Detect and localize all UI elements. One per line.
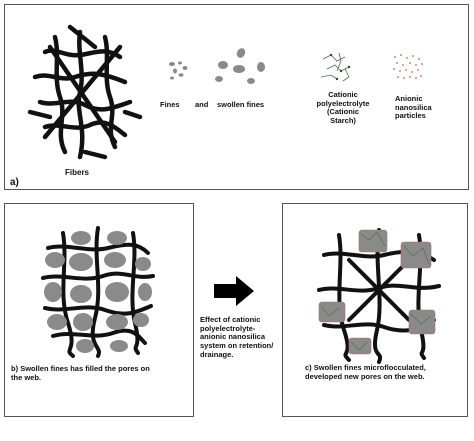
fines-label: Fines [160,100,180,109]
arrow-text-line-1: Effect of cationic [200,315,261,324]
panel-a-tag: a) [10,177,19,188]
anionic-label: Anionic nanosilica particles [395,94,432,121]
cationic-label-line-1: Cationic [328,90,358,99]
swollen-fines-label: swollen fines [217,100,265,109]
panel-c-caption-line-2: developed new pores on the web. [305,371,425,381]
panel-c-tag: c) [305,363,312,372]
arrow-text-line-5: drainage. [200,349,234,359]
panel-b-caption-line-2: the web. [11,372,42,382]
panel-b-tag: b) [11,364,19,373]
anionic-label-line-3: particles [395,111,426,121]
cationic-label-line-3: (Cationic [326,107,360,117]
cationic-label-line-4: Starch) [330,115,356,125]
arrow-text-line-3: anionic nanosilica [200,332,266,342]
cationic-label-line-2: polyelectrolyte [316,98,370,108]
cationic-polymer-icon [320,52,351,82]
panel-b-caption-line-1: Swollen fines has filled the pores on [20,364,150,373]
nanosilica-particles-icon [393,54,423,79]
arrow-text-line-2: polyelectrolyte- [200,323,256,333]
panel-c-caption-line-1: Swollen fines microflocculated, [313,363,426,372]
fines-icon [169,61,188,80]
panel-a: Fibers a) Fines and swollen fines [4,4,469,190]
panel-c-caption: c) Swollen fines microflocculated, devel… [305,363,465,381]
anionic-label-line-1: Anionic [395,94,423,103]
anionic-label-line-2: nanosilica [395,102,432,112]
swollen-fines-icon [215,48,265,84]
web-microflocculated [317,228,441,364]
cationic-label: Cationic polyelectrolyte (Cationic Starc… [313,90,373,126]
panel-b: b) Swollen fines has filled the pores on… [4,203,194,417]
arrow-text: Effect of cationic polyelectrolyte- anio… [200,315,286,359]
panel-b-caption: b) Swollen fines has filled the pores on… [11,364,187,382]
arrow-text-line-4: system on retention/ [200,340,274,350]
panel-c: c) Swollen fines microflocculated, devel… [282,203,468,417]
fibers-label: Fibers [65,168,90,177]
and-label: and [195,100,209,109]
fiber-network-a [27,24,143,160]
web-filled-pores [41,226,155,358]
arrow-right-icon [214,276,254,306]
